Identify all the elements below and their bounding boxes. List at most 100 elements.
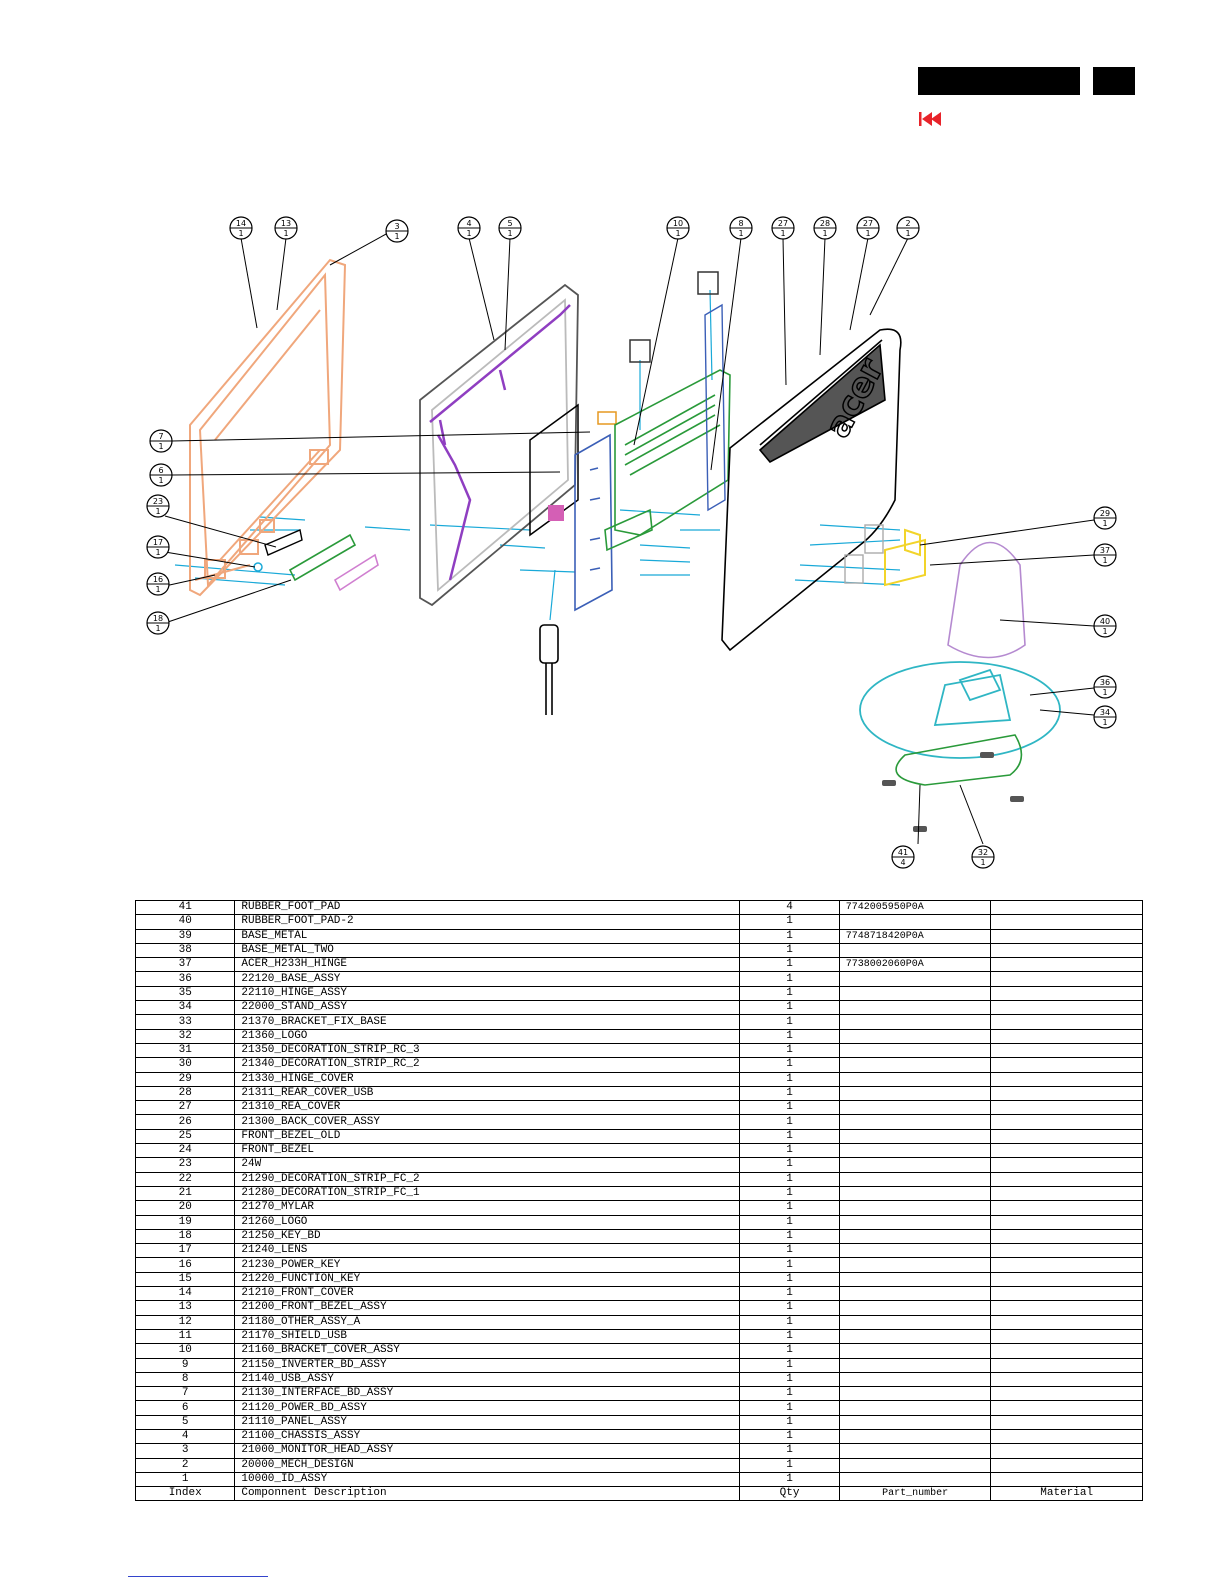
bom-cell-index: 14 — [134, 1286, 236, 1302]
bom-cell-material — [990, 1028, 1143, 1044]
bom-cell-material — [990, 1214, 1143, 1230]
bom-cell-qty: 4 — [739, 899, 840, 916]
svg-text:1: 1 — [1102, 688, 1107, 697]
bom-cell-description: 10000_ID_ASSY — [234, 1471, 741, 1488]
leader-lines — [164, 232, 1095, 845]
svg-text:23: 23 — [153, 497, 163, 506]
bom-cell-qty: 1 — [739, 1257, 840, 1273]
bom-cell-material — [990, 1185, 1143, 1202]
callout-7: 71 — [149, 429, 173, 453]
bom-cell-index: 24 — [134, 1143, 236, 1159]
bom-cell-index: 32 — [134, 1028, 236, 1044]
bom-cell-qty: 1 — [739, 1443, 840, 1459]
bom-cell-part-number — [838, 1228, 992, 1245]
bom-cell-qty: 1 — [739, 957, 840, 973]
bom-cell-material — [990, 942, 1143, 959]
panel-frame-part — [429, 304, 571, 581]
svg-text:7: 7 — [158, 432, 163, 441]
bom-cell-part-number — [838, 942, 992, 959]
svg-text:1: 1 — [466, 229, 471, 238]
bom-cell-material — [990, 1200, 1143, 1216]
bom-cell-material — [990, 1128, 1143, 1145]
bom-cell-material — [990, 1371, 1143, 1388]
bom-cell-part-number: 7748718420P0A — [838, 928, 992, 944]
bom-cell-index: 23 — [134, 1157, 236, 1173]
svg-text:1: 1 — [1102, 556, 1107, 565]
bom-cell-index: 26 — [134, 1114, 236, 1130]
bom-cell-description: 21370_BRACKET_FIX_BASE — [234, 1014, 741, 1030]
footer-link-underline[interactable] — [128, 1576, 268, 1577]
bom-cell-qty: 1 — [739, 1214, 840, 1230]
bom-cell-part-number — [838, 1085, 992, 1102]
bom-cell-part-number — [838, 1028, 992, 1044]
bom-cell-index: 3 — [134, 1443, 236, 1459]
bom-cell-part-number — [838, 1057, 992, 1073]
callout-27b: 271 — [856, 216, 880, 240]
bom-cell-material — [990, 1042, 1143, 1059]
bom-cell-part-number — [838, 1200, 992, 1216]
svg-text:1: 1 — [675, 229, 680, 238]
svg-text:1: 1 — [158, 442, 163, 451]
bom-cell-index: 28 — [134, 1085, 236, 1102]
svg-text:1: 1 — [238, 229, 243, 238]
bom-cell-description: 21330_HINGE_COVER — [234, 1071, 741, 1087]
bom-cell-part-number — [838, 1386, 992, 1402]
svg-text:1: 1 — [155, 624, 160, 633]
bom-cell-description: 22120_BASE_ASSY — [234, 971, 741, 987]
bom-cell-material — [990, 1428, 1143, 1445]
callout-37: 371 — [1093, 543, 1117, 567]
bom-cell-part-number — [838, 1157, 992, 1173]
bom-cell-index: 1 — [134, 1471, 236, 1488]
bom-cell-index: 11 — [134, 1328, 236, 1345]
bom-cell-index: 8 — [134, 1371, 236, 1388]
bom-cell-material — [990, 985, 1143, 1002]
bom-cell-index: 7 — [134, 1386, 236, 1402]
bom-cell-material — [990, 971, 1143, 987]
svg-text:1: 1 — [283, 229, 288, 238]
svg-text:2: 2 — [905, 219, 910, 228]
svg-text:17: 17 — [153, 538, 163, 547]
svg-text:27: 27 — [863, 219, 873, 228]
svg-text:1: 1 — [780, 229, 785, 238]
bom-cell-index: 34 — [134, 1000, 236, 1016]
bom-cell-description: 20000_MECH_DESIGN — [234, 1457, 741, 1473]
bom-cell-material — [990, 1014, 1143, 1030]
power-board-part — [529, 403, 579, 537]
bom-cell-qty: 1 — [739, 1042, 840, 1059]
bom-cell-description: RUBBER_FOOT_PAD — [234, 899, 741, 916]
bom-cell-index: 41 — [134, 899, 236, 916]
bom-cell-part-number — [838, 1014, 992, 1030]
svg-text:36: 36 — [1100, 678, 1110, 687]
svg-text:6: 6 — [158, 466, 163, 475]
svg-text:1: 1 — [155, 507, 160, 516]
bom-cell-description: 22110_HINGE_ASSY — [234, 985, 741, 1002]
bom-cell-part-number — [838, 1300, 992, 1316]
bom-cell-index: 17 — [134, 1243, 236, 1259]
bom-cell-part-number: 7742005950P0A — [838, 899, 992, 916]
bom-cell-description: 21150_INVERTER_BD_ASSY — [234, 1357, 741, 1373]
callout-41: 414 — [891, 845, 915, 869]
header-block-left — [918, 67, 1080, 95]
svg-text:5: 5 — [507, 219, 512, 228]
base-part — [859, 661, 1061, 759]
bom-cell-material — [990, 1314, 1143, 1330]
bom-cell-material — [990, 1471, 1143, 1488]
bom-header-description: Componnent Description — [234, 1486, 741, 1502]
bom-cell-material — [990, 1085, 1143, 1102]
callout-40: 401 — [1093, 614, 1117, 638]
bom-cell-qty: 1 — [739, 1200, 840, 1216]
bom-cell-description: 21160_BRACKET_COVER_ASSY — [234, 1343, 741, 1359]
bom-cell-part-number — [838, 1214, 992, 1230]
bom-cell-qty: 1 — [739, 1314, 840, 1330]
bom-cell-material — [990, 1257, 1143, 1273]
callout-36: 361 — [1093, 675, 1117, 699]
rewind-icon[interactable] — [918, 110, 944, 128]
bom-cell-material — [990, 1114, 1143, 1130]
bom-cell-qty: 1 — [739, 1471, 840, 1488]
bom-cell-material — [990, 957, 1143, 973]
